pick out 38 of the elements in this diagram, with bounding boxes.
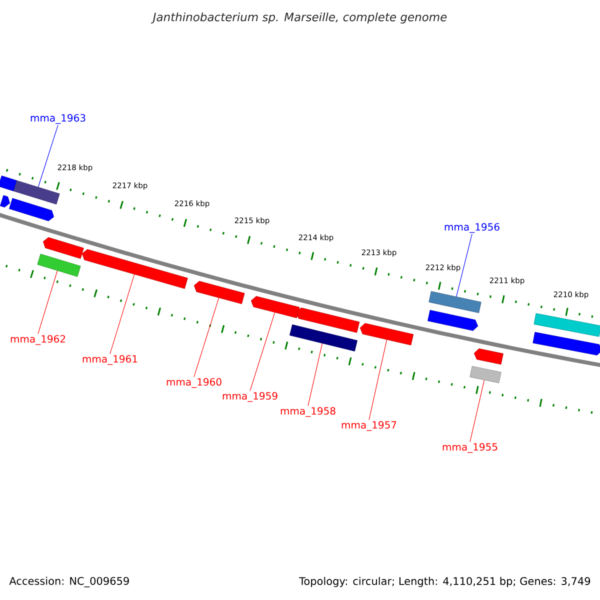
gene-bar (428, 291, 482, 314)
gene-feature (250, 296, 300, 318)
title: Janthinobacterium sp. Marseille, complete genome (150, 12, 447, 24)
leader-line (456, 234, 472, 297)
gene-feature (194, 280, 245, 304)
gene-bar (534, 313, 600, 337)
gene-label: mma_1957 (342, 421, 396, 431)
gene-feature (360, 323, 414, 346)
gene-bar (0, 176, 17, 192)
gene-label: mma_1961 (82, 355, 138, 365)
gene-feature (9, 198, 54, 222)
genome-stats-text: Topology: circular; Length: 4,110,251 bp; Genes: 3,749 (299, 576, 590, 588)
leader-line (38, 124, 58, 188)
gene-label: mma_1955 (442, 443, 498, 453)
gene-label: mma_1960 (166, 378, 222, 388)
accession-text: Accession: NC_009659 (9, 576, 129, 588)
gene-bar (13, 180, 60, 204)
gene-feature (296, 308, 360, 333)
gene-label: mma_1956 (444, 223, 500, 233)
leader-line (470, 380, 485, 442)
gene-label: mma_1959 (222, 392, 278, 402)
leader-line (38, 270, 58, 334)
gene-feature (532, 332, 600, 356)
gene-feature (42, 237, 84, 259)
gene-label: mma_1963 (30, 114, 86, 124)
gene-bar (470, 366, 502, 384)
gene-bar (37, 254, 81, 277)
leader-line (368, 339, 388, 420)
gene-label: mma_1958 (280, 407, 336, 417)
leader-line (110, 274, 135, 354)
gene-feature (82, 249, 188, 289)
gene-bar (290, 324, 358, 352)
gene-label: mma_1962 (10, 335, 66, 345)
gene-feature (0, 195, 10, 208)
gene-feature (474, 348, 504, 365)
leader-line (250, 312, 276, 392)
leader-line (194, 298, 220, 378)
gene-feature (428, 310, 478, 331)
